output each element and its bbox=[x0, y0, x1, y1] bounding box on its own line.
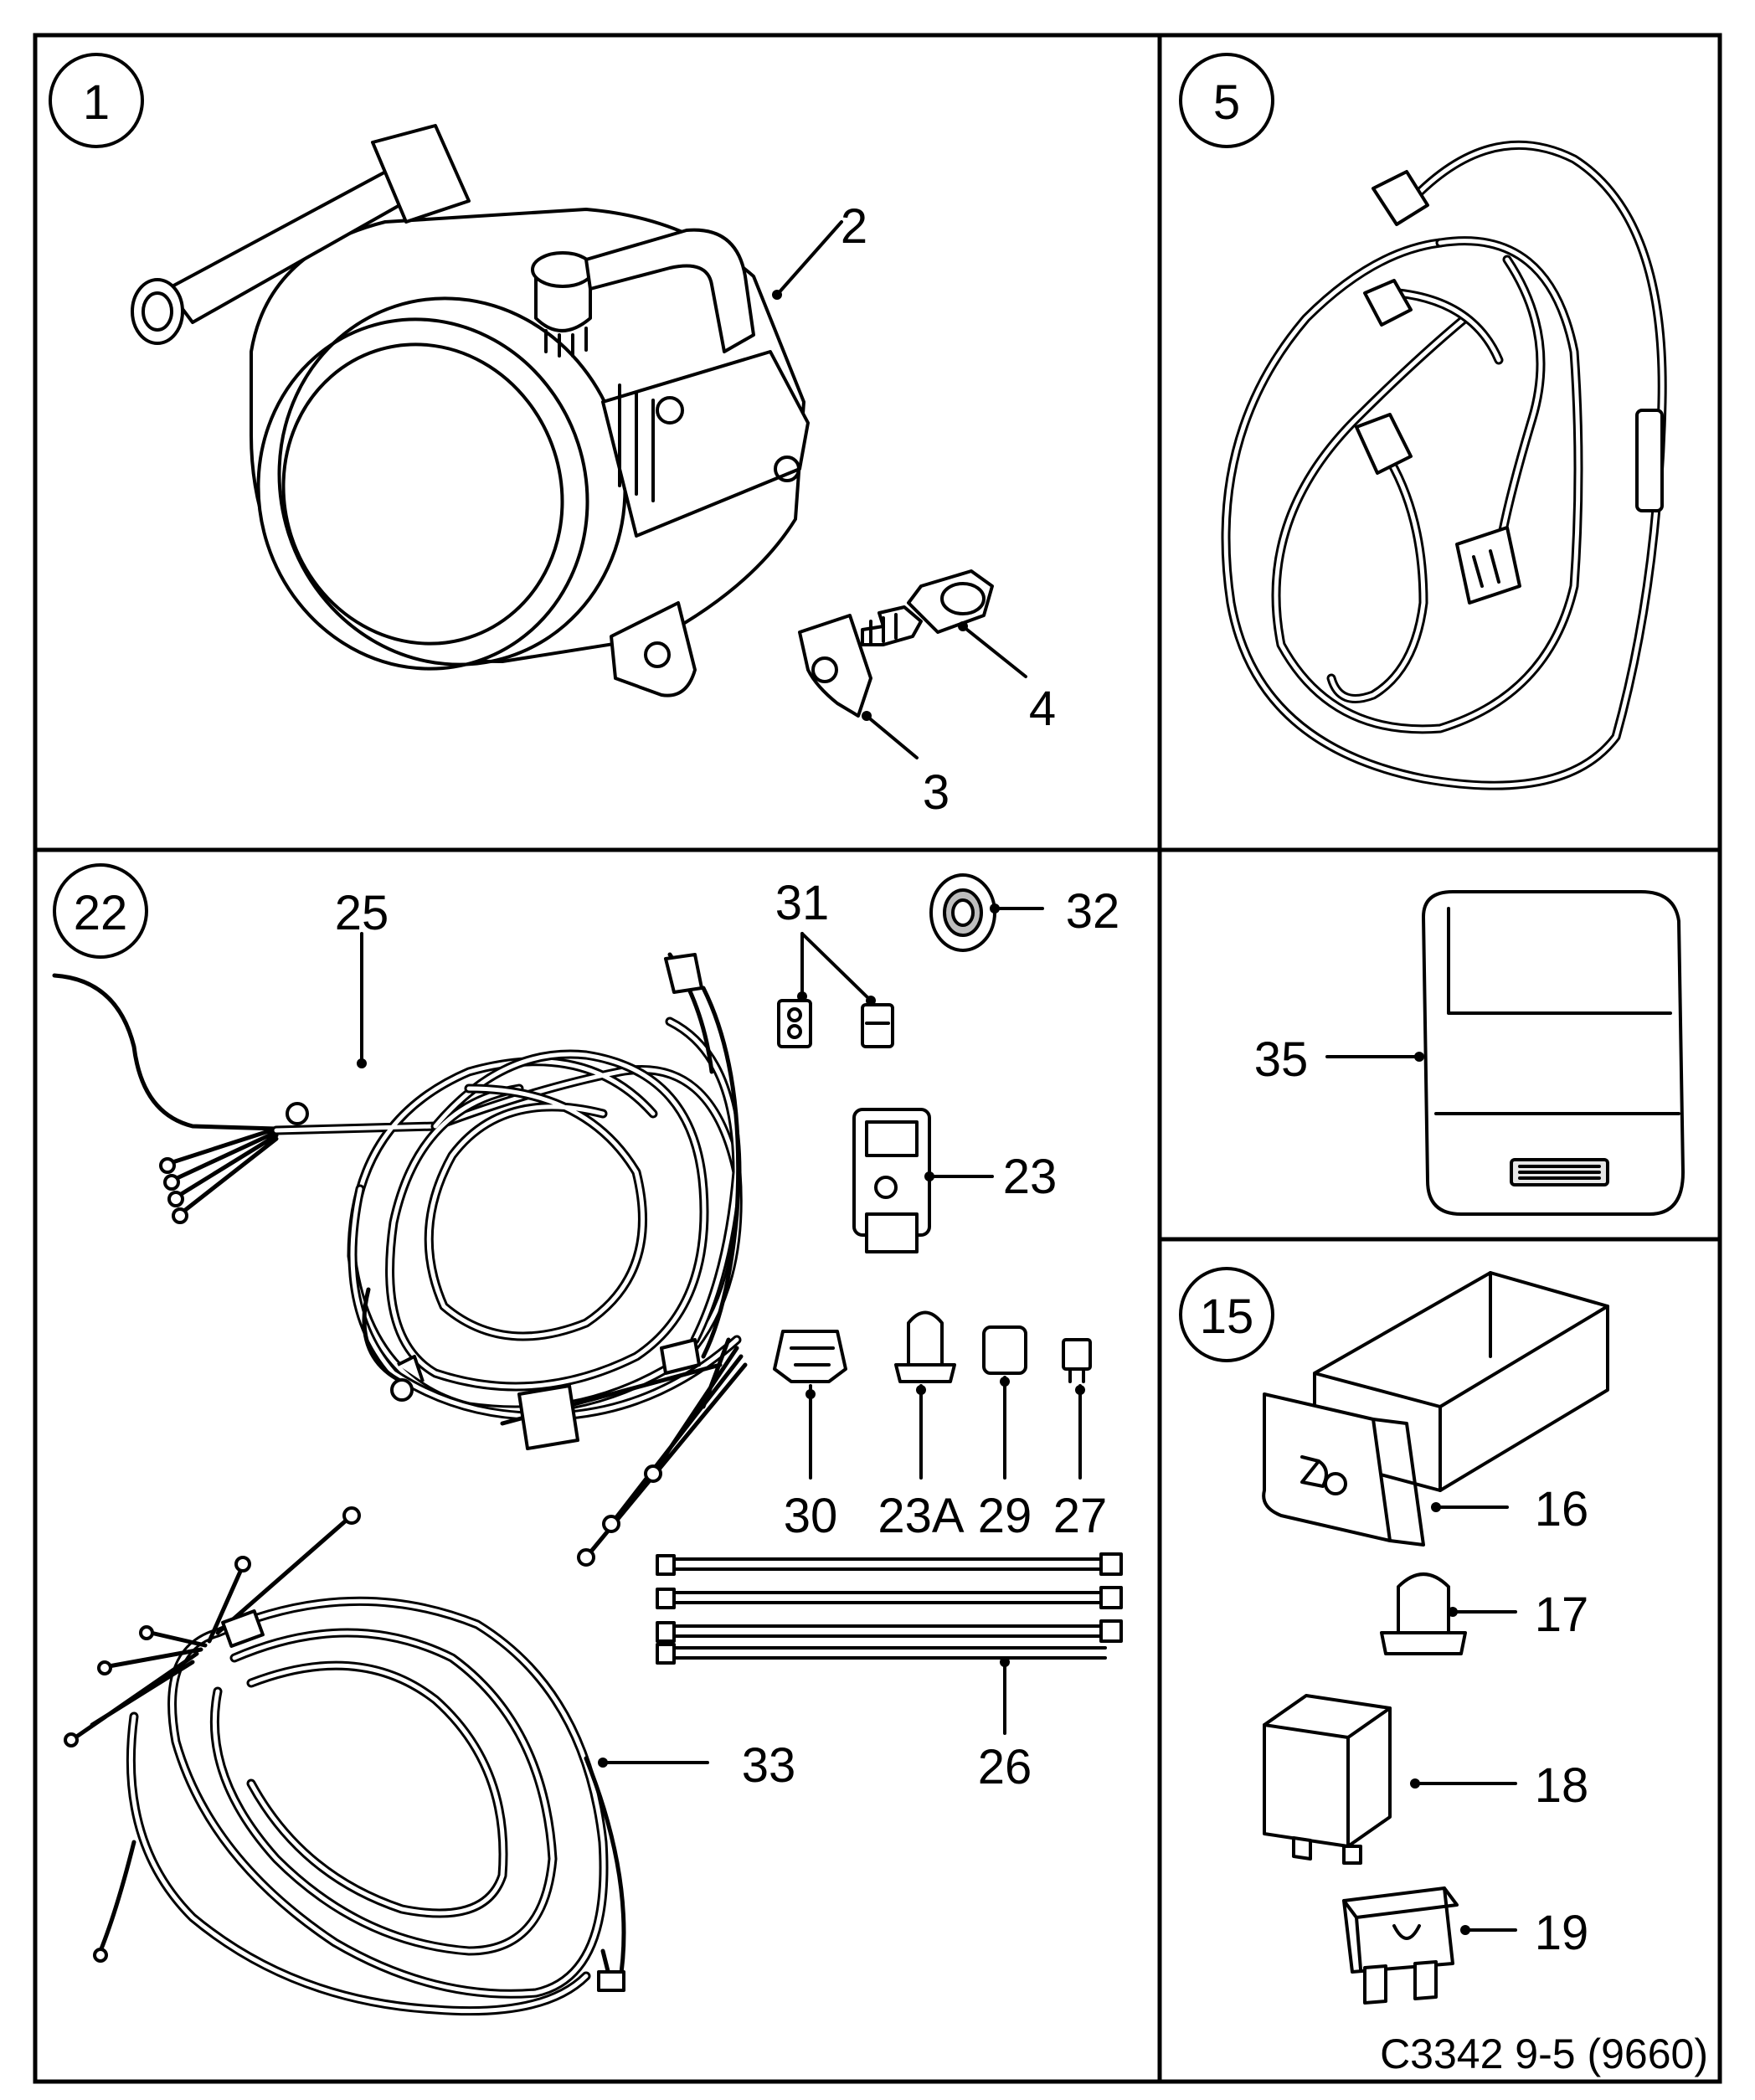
callout-17: 17 bbox=[1535, 1588, 1589, 1642]
badge-5-text: 5 bbox=[1213, 75, 1240, 130]
fuse-19 bbox=[1342, 1886, 1517, 2005]
callout-23: 23 bbox=[1003, 1150, 1058, 1204]
panel-frames bbox=[33, 33, 1722, 2084]
callout-23a: 23A bbox=[878, 1489, 965, 1543]
callout-3: 3 bbox=[923, 765, 950, 820]
bolt-part bbox=[861, 569, 994, 646]
panel-15: 15 bbox=[1179, 1267, 1609, 2005]
badge-15: 15 bbox=[1179, 1267, 1274, 1362]
callout-4: 4 bbox=[1029, 682, 1056, 736]
relay-18 bbox=[1263, 1694, 1517, 1865]
badge-22-text: 22 bbox=[74, 886, 128, 940]
fuse-27 bbox=[1062, 1338, 1092, 1383]
leader-lines-31 bbox=[797, 932, 876, 1006]
switch-23 bbox=[852, 1108, 994, 1253]
callout-33: 33 bbox=[742, 1738, 796, 1793]
cover-35 bbox=[1422, 890, 1685, 1216]
badge-22: 22 bbox=[53, 863, 148, 959]
figure-caption: C3342 9-5 (9660) bbox=[1380, 2031, 1708, 2077]
leader-lines-row bbox=[805, 1376, 1085, 1480]
callout-19: 19 bbox=[1535, 1906, 1589, 1960]
badge-5: 5 bbox=[1179, 53, 1274, 148]
clip-nut-part bbox=[798, 614, 872, 718]
leader-lines-22 bbox=[357, 932, 367, 1068]
panel-1: 1 bbox=[49, 53, 1056, 820]
bulb-23a bbox=[894, 1310, 956, 1383]
panel-5: 5 bbox=[1179, 53, 1667, 790]
badge-1: 1 bbox=[49, 53, 144, 148]
grommet-32 bbox=[929, 873, 1044, 952]
harness-25 bbox=[52, 952, 748, 1567]
callout-2: 2 bbox=[841, 199, 867, 254]
callout-30: 30 bbox=[784, 1489, 838, 1543]
callout-26: 26 bbox=[978, 1740, 1032, 1794]
callout-25: 25 bbox=[335, 886, 389, 940]
cable-ties-26 bbox=[656, 1552, 1123, 1735]
badge-15-text: 15 bbox=[1200, 1289, 1254, 1344]
callout-29: 29 bbox=[978, 1489, 1032, 1543]
bulb-17 bbox=[1380, 1572, 1517, 1655]
leader-lines-1 bbox=[772, 220, 1027, 759]
panel-5-harness bbox=[1221, 140, 1667, 790]
cap-29 bbox=[982, 1325, 1027, 1375]
callout-18: 18 bbox=[1535, 1758, 1589, 1813]
callout-16: 16 bbox=[1535, 1482, 1589, 1536]
switch-16 bbox=[1262, 1271, 1609, 1547]
callout-32: 32 bbox=[1066, 884, 1120, 939]
fog-lamp bbox=[131, 124, 810, 697]
callout-31: 31 bbox=[775, 876, 830, 930]
callout-35: 35 bbox=[1254, 1032, 1309, 1087]
clip-31 bbox=[777, 999, 894, 1048]
harness-33 bbox=[64, 1506, 709, 2016]
panel-22: 22 bbox=[52, 863, 1123, 2016]
callout-27: 27 bbox=[1053, 1489, 1108, 1543]
connector-30 bbox=[773, 1330, 847, 1383]
badge-1-text: 1 bbox=[83, 75, 110, 130]
panel-35: 35 bbox=[1254, 890, 1685, 1216]
